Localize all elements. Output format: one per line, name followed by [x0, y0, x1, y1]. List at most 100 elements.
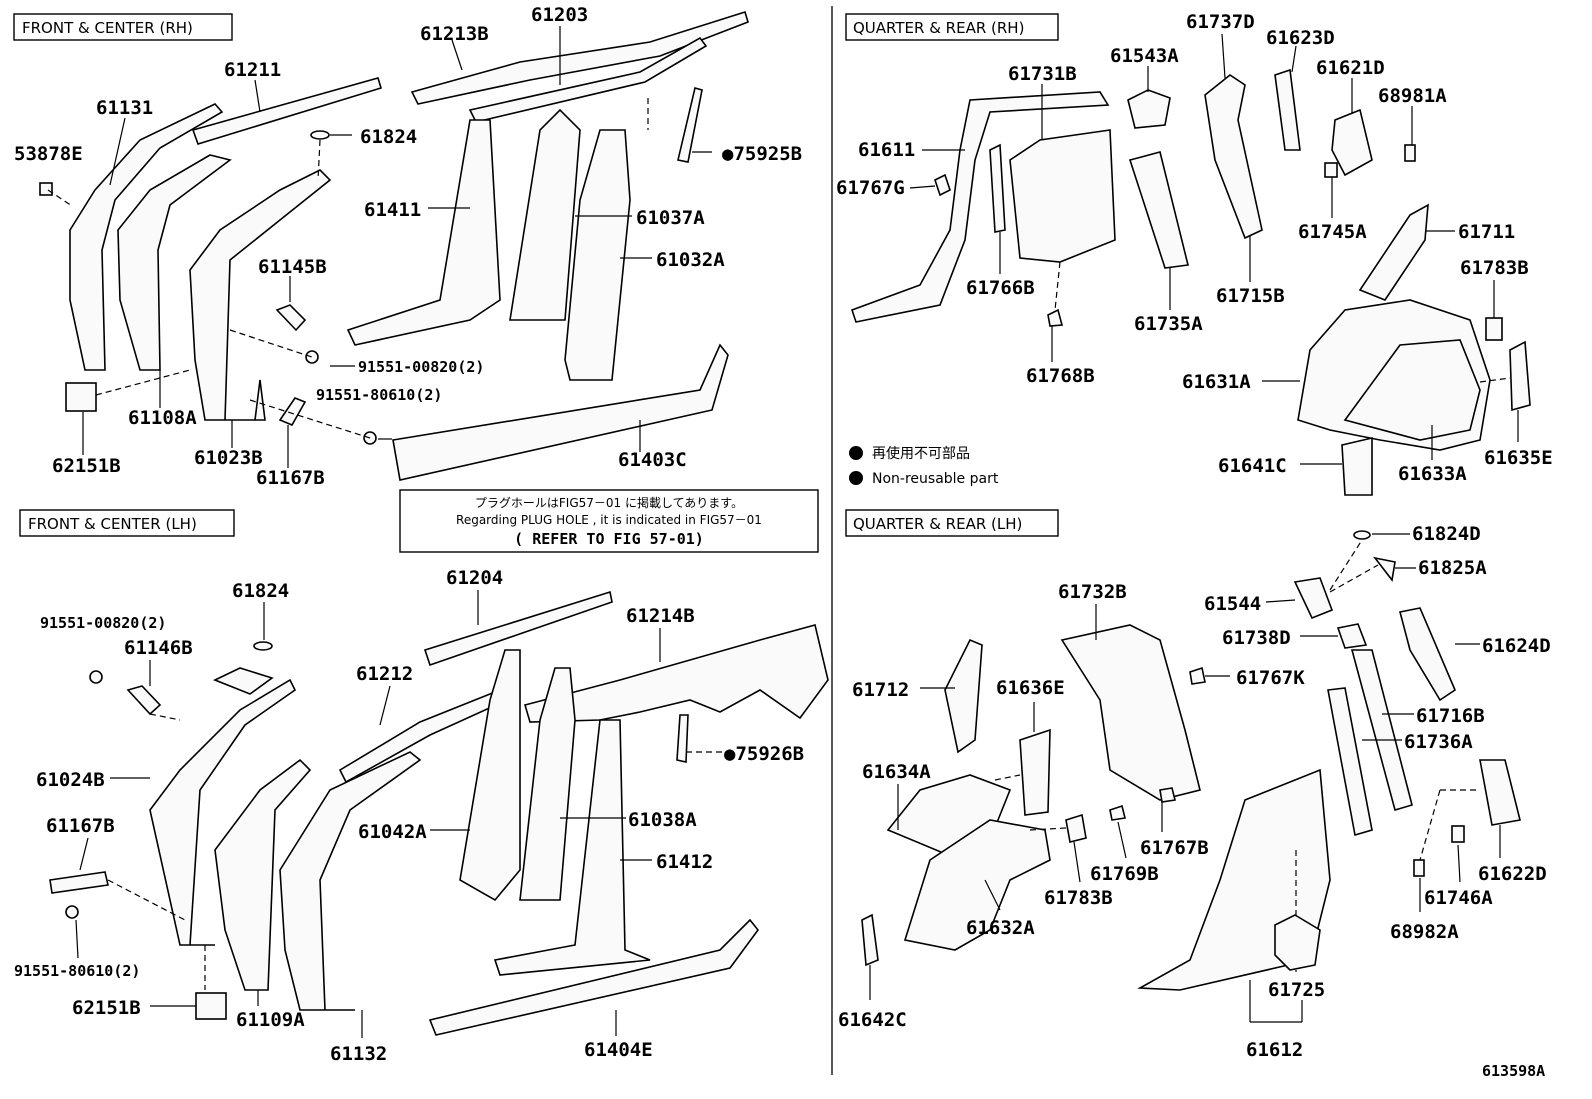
part-61632A-wheelhouse-inner [903, 819, 1051, 951]
part-91551-bolt [305, 350, 319, 364]
part-61204-roof-rail [423, 590, 613, 667]
part-61611-quarter-outer [850, 91, 1110, 323]
label-61411: 61411 [364, 199, 421, 221]
label-61543A: 61543A [1110, 45, 1179, 67]
label-61737D: 61737D [1186, 11, 1255, 33]
part-61543A-bracket [1127, 89, 1171, 129]
label-61634A: 61634A [862, 761, 931, 783]
part-61109A-pillar-inner [214, 758, 312, 991]
part-61623D-extension [1274, 68, 1301, 151]
part-62151B-damper [65, 382, 97, 412]
label-62151B-lh: 62151B [72, 997, 141, 1019]
label-75926B: ●75926B [724, 743, 804, 765]
label-61738D: 61738D [1222, 627, 1291, 649]
label-61767G: 61767G [836, 177, 905, 199]
part-61404E-rocker [428, 918, 760, 1036]
part-61211-header [191, 77, 382, 145]
label-53878E: 53878E [14, 143, 83, 165]
part-61767B-clip [1159, 787, 1176, 803]
part-61725-fuel-lid [1274, 914, 1321, 971]
part-75925B-tape [677, 87, 703, 163]
part-61641C-extension [1341, 436, 1373, 496]
label-61621D: 61621D [1316, 57, 1385, 79]
part-61411-side-outer [346, 119, 501, 346]
section-front-rh-title: FRONT & CENTER (RH) [22, 19, 193, 37]
part-61145B-bracket [275, 304, 307, 332]
label-61825A: 61825A [1418, 557, 1487, 579]
part-61767G-clip [934, 173, 951, 197]
part-61736A-reinf [1327, 687, 1373, 837]
note-line-refer: ( REFER TO FIG 57-01) [514, 530, 704, 548]
part-61825A-seal [1373, 556, 1396, 582]
label-61633A: 61633A [1398, 463, 1467, 485]
part-61731B-quarter-inner [1009, 129, 1116, 263]
part-labels: 61203 61213B 61211 61131 53878E 61824 61… [14, 4, 1553, 1065]
label-61766B: 61766B [966, 277, 1035, 299]
part-61824-plug [253, 641, 273, 651]
label-75925B: ●75925B [722, 143, 802, 165]
label-61404E: 61404E [584, 1039, 653, 1061]
part-53878E-cushion [39, 182, 53, 196]
label-61769B: 61769B [1090, 863, 1159, 885]
part-61767K-clip [1189, 666, 1206, 685]
part-61132-a-pillar [279, 751, 422, 1011]
label-61037A: 61037A [636, 207, 705, 229]
label-61042A: 61042A [358, 821, 427, 843]
label-61712: 61712 [852, 679, 909, 701]
label-61623D: 61623D [1266, 27, 1335, 49]
part-61716B-reinf [1350, 649, 1413, 811]
part-61621D-bracket [1331, 108, 1373, 177]
part-61024B-pillar [149, 678, 297, 946]
quarter-rh-leaders [909, 33, 1519, 465]
part-61732B-quarter-inner [1060, 624, 1201, 801]
label-61624D: 61624D [1482, 635, 1551, 657]
part-62151B-damper [195, 992, 227, 1020]
part-91551-bolt [65, 905, 79, 919]
label-61403C: 61403C [618, 449, 687, 471]
part-91551-bolt [89, 670, 103, 684]
label-61768B: 61768B [1026, 365, 1095, 387]
part-61824-plug [310, 130, 330, 140]
label-61632A: 61632A [966, 917, 1035, 939]
part-61735A-reinf [1128, 151, 1189, 269]
label-61212: 61212 [356, 663, 413, 685]
label-61214B: 61214B [626, 605, 695, 627]
label-61735A: 61735A [1134, 313, 1203, 335]
label-61746A: 61746A [1424, 887, 1493, 909]
part-61203-roof-rail [410, 10, 749, 105]
label-61636E: 61636E [996, 677, 1065, 699]
part-61032A-b-pillar-outer [564, 129, 631, 381]
label-91551-00820-lh: 91551-00820(2) [40, 614, 166, 632]
part-61769B-clip [1109, 804, 1126, 821]
label-61032A: 61032A [656, 249, 725, 271]
part-61622D-bracket [1479, 759, 1521, 826]
label-62151B-rh: 62151B [52, 455, 121, 477]
label-61641C: 61641C [1218, 455, 1287, 477]
note-line-jp: プラグホールはFIG57－01 に掲載してあります。 [475, 495, 743, 510]
part-61624D-extension [1399, 607, 1456, 702]
label-61745A: 61745A [1298, 221, 1367, 243]
part-61783B-block [1485, 317, 1503, 341]
quarter-lh-parts [861, 530, 1521, 991]
label-61711: 61711 [1458, 221, 1515, 243]
part-61633A-wheelhouse-inner [1343, 339, 1481, 441]
label-61783B-lh: 61783B [1044, 887, 1113, 909]
label-91551-00820-rh: 91551-00820(2) [358, 358, 484, 376]
label-61544: 61544 [1204, 593, 1261, 615]
label-61767B: 61767B [1140, 837, 1209, 859]
label-61824-lh: 61824 [232, 580, 289, 602]
part-61711-upper [1358, 203, 1429, 301]
section-front-lh: FRONT & CENTER (LH) [19, 509, 235, 537]
label-61211: 61211 [224, 59, 281, 81]
front-lh-parts [49, 590, 829, 1036]
part-61635E-panel [1509, 340, 1531, 412]
note-line-en: Regarding PLUG HOLE , it is indicated in… [456, 513, 762, 527]
part-61766B-reinf [989, 143, 1006, 233]
label-68981A: 68981A [1378, 85, 1447, 107]
quarter-lh-leaders [869, 533, 1501, 1023]
label-61131: 61131 [96, 97, 153, 119]
label-61167B-rh: 61167B [256, 467, 325, 489]
label-61203: 61203 [531, 4, 588, 26]
part-61108A-a-pillar-inner [117, 154, 232, 371]
